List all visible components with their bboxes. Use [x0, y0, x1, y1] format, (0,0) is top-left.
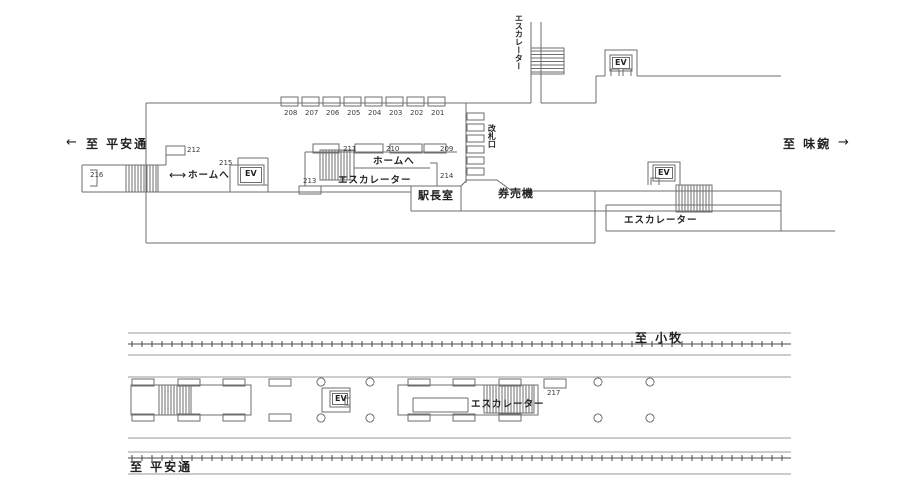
escalator-top-vertical-label: エスカレーター	[514, 14, 524, 70]
asset-number-210: 210	[386, 145, 400, 153]
asset-number: 205	[347, 109, 361, 117]
to-platform-left-label: ホームへ	[188, 170, 230, 181]
lower-top-destination-label: 至 小牧	[635, 331, 684, 345]
asset-number-209: 209	[440, 145, 454, 153]
elevator-platform-label: EV	[335, 394, 347, 403]
elevator-left-label: EV	[245, 169, 257, 178]
asset-number: 201	[431, 109, 445, 117]
asset-number-215: 215	[219, 159, 233, 167]
asset-number-213: 213	[303, 177, 317, 185]
asset-number-211: 211	[343, 145, 357, 153]
elevator-right-label: EV	[658, 168, 670, 177]
asset-number: 202	[410, 109, 424, 117]
ticket-machines-label: 券売機	[498, 187, 534, 200]
asset-number: 208	[284, 109, 298, 117]
escalator-right-label: エスカレーター	[624, 215, 698, 226]
asset-number: 207	[305, 109, 319, 117]
elevator-top-right-label: EV	[615, 58, 627, 67]
to-platform-left-arrow-icon: ⟷	[169, 168, 187, 182]
asset-number: 203	[389, 109, 403, 117]
asset-number-216: 216	[90, 171, 104, 179]
ticket-gate-vertical-label: 改札口	[487, 124, 497, 148]
asset-number-217: 217	[547, 389, 561, 397]
to-platform-center-label: ホームへ	[373, 156, 415, 167]
station-master-office-label: 駅長室	[418, 189, 454, 202]
asset-number: 204	[368, 109, 382, 117]
asset-number: 206	[326, 109, 340, 117]
escalator-center-label: エスカレーター	[338, 175, 412, 186]
left-destination-arrow-icon: ←	[66, 135, 77, 150]
lower-bottom-destination-label: 至 平安通	[130, 460, 193, 474]
escalator-platform-label: エスカレーター	[471, 399, 545, 410]
right-destination-arrow-icon: →	[838, 135, 849, 150]
left-destination-label: 至 平安通	[86, 137, 149, 151]
right-destination-label: 至 味鋺	[783, 137, 832, 151]
asset-number-214: 214	[440, 172, 454, 180]
asset-number-212: 212	[187, 146, 201, 154]
